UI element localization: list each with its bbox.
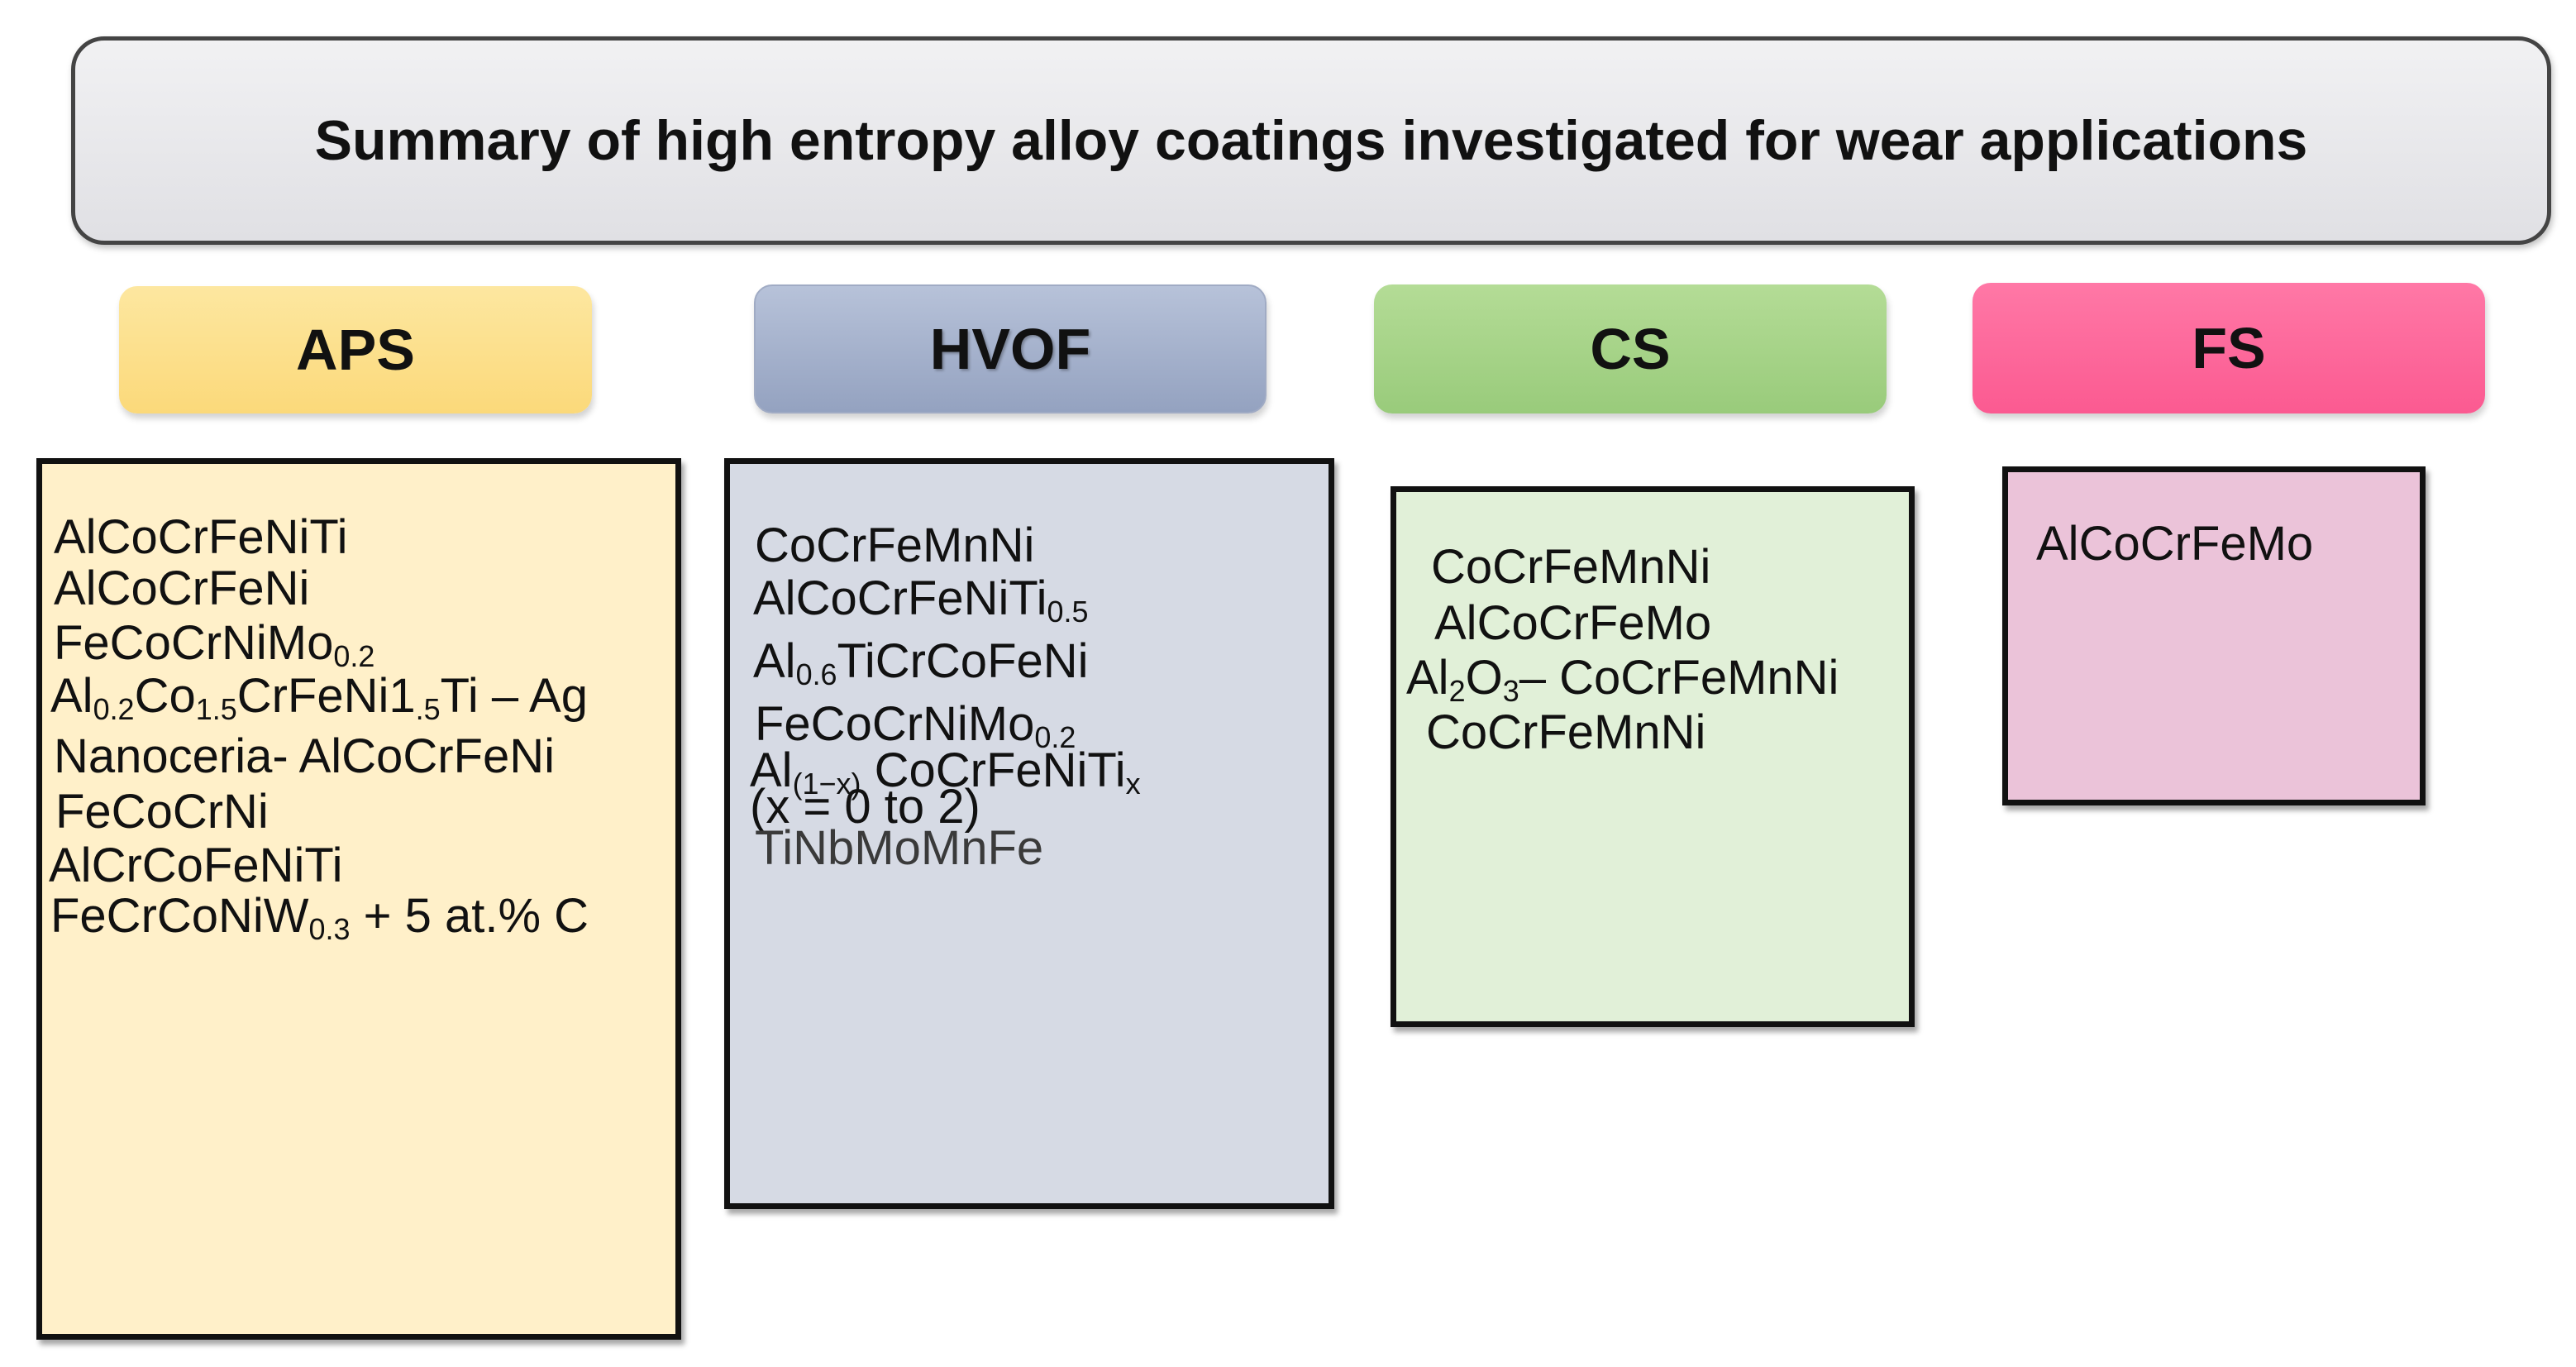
formula-text: O bbox=[1465, 651, 1503, 705]
subscript: 0.2 bbox=[1034, 719, 1076, 754]
formula-text: AlCoCrFeNi bbox=[54, 562, 310, 615]
cs-coating-item: CoCrFeMnNi bbox=[1431, 543, 1710, 591]
subscript: x bbox=[1125, 766, 1141, 801]
formula-text: AlCoCrFeNiTi bbox=[54, 510, 348, 564]
formula-text: Al bbox=[1406, 651, 1449, 705]
aps-coating-item: AlCoCrFeNiTi bbox=[54, 514, 348, 562]
formula-text: FeCrCoNiW bbox=[50, 889, 309, 943]
formula-text: Co bbox=[134, 669, 196, 723]
fs-coating-item: AlCoCrFeMo bbox=[2036, 520, 2313, 568]
cs-coating-item: CoCrFeMnNi bbox=[1426, 709, 1705, 757]
formula-text: TiCrCoFeNi bbox=[837, 634, 1089, 688]
subscript: 1.5 bbox=[195, 691, 237, 726]
panel-fs: AlCoCrFeMo bbox=[2002, 466, 2426, 805]
formula-text: Al bbox=[753, 634, 796, 688]
hvof-coating-item: FeCoCrNiMo0.2 bbox=[755, 697, 1076, 753]
header-aps: APS bbox=[119, 286, 592, 413]
hvof-coating-item: (x = 0 to 2) bbox=[750, 783, 980, 831]
aps-coating-item: Al0.2Co1.5CrFeNi1.5Ti – Ag bbox=[50, 669, 588, 724]
formula-text: Ti – Ag bbox=[440, 669, 588, 723]
title-box: Summary of high entropy alloy coatings i… bbox=[71, 36, 2551, 245]
subscript: 0.5 bbox=[1047, 594, 1089, 629]
formula-text: FeCoCrNiMo bbox=[755, 697, 1035, 751]
aps-coating-item: FeCrCoNiW0.3 + 5 at.% C bbox=[50, 889, 589, 944]
hvof-coating-item: Al(1−x) CoCrFeNiTix bbox=[750, 747, 1141, 799]
subscript: 2 bbox=[1448, 673, 1466, 708]
formula-text: AlCrCoFeNiTi bbox=[49, 839, 343, 892]
subscript: 0.3 bbox=[308, 911, 351, 946]
formula-text: AlCoCrFeMo bbox=[2036, 517, 2314, 571]
subscript: 0.6 bbox=[795, 657, 837, 691]
formula-text: CoCrFeMnNi bbox=[755, 519, 1035, 572]
formula-text: (x = 0 to 2) bbox=[750, 780, 980, 834]
aps-coating-item: AlCrCoFeNiTi bbox=[49, 842, 343, 890]
formula-text: CoCrFeNiTi bbox=[861, 743, 1126, 797]
aps-coating-item: FeCoCrNi bbox=[55, 788, 269, 836]
header-fs: FS bbox=[1973, 283, 2485, 413]
formula-text: CoCrFeMnNi bbox=[1426, 705, 1706, 759]
formula-text: Al bbox=[50, 669, 93, 723]
aps-coating-item: Nanoceria- AlCoCrFeNi bbox=[54, 733, 555, 781]
formula-text: CoCrFeMnNi bbox=[1431, 540, 1711, 594]
formula-text: AlCoCrFeMo bbox=[1434, 596, 1712, 650]
subscript: 0.2 bbox=[93, 691, 135, 726]
subscript: (1−x) bbox=[792, 766, 861, 801]
formula-text: Al bbox=[750, 743, 793, 797]
hvof-coating-item: TiNbMoMnFe bbox=[755, 825, 1043, 872]
cs-coating-item: Al2O3– CoCrFeMnNi bbox=[1406, 651, 1839, 706]
formula-text: Nanoceria- AlCoCrFeNi bbox=[54, 729, 555, 783]
hvof-coating-item: AlCoCrFeNiTi0.5 bbox=[753, 575, 1089, 627]
subscript: .5 bbox=[415, 691, 441, 726]
subscript: 3 bbox=[1502, 673, 1519, 708]
formula-text: AlCoCrFeNiTi bbox=[753, 571, 1047, 625]
formula-text: – CoCrFeMnNi bbox=[1519, 651, 1839, 705]
hvof-coating-item: Al0.6TiCrCoFeNi bbox=[753, 638, 1089, 690]
formula-text: TiNbMoMnFe bbox=[755, 821, 1044, 875]
aps-coating-item: FeCoCrNiMo0.2 bbox=[54, 616, 374, 672]
diagram-title: Summary of high entropy alloy coatings i… bbox=[314, 109, 2308, 172]
cs-coating-item: AlCoCrFeMo bbox=[1434, 600, 1711, 648]
header-hvof: HVOF bbox=[754, 284, 1267, 413]
hvof-coating-item: CoCrFeMnNi bbox=[755, 522, 1034, 570]
formula-text: FeCoCrNi bbox=[55, 785, 269, 839]
formula-text: FeCoCrNiMo bbox=[54, 616, 334, 670]
formula-text: + 5 at.% C bbox=[350, 889, 589, 943]
aps-coating-item: AlCoCrFeNi bbox=[54, 565, 309, 613]
subscript: 0.2 bbox=[333, 638, 375, 673]
header-cs: CS bbox=[1374, 284, 1887, 413]
formula-text: CrFeNi1 bbox=[236, 669, 416, 723]
